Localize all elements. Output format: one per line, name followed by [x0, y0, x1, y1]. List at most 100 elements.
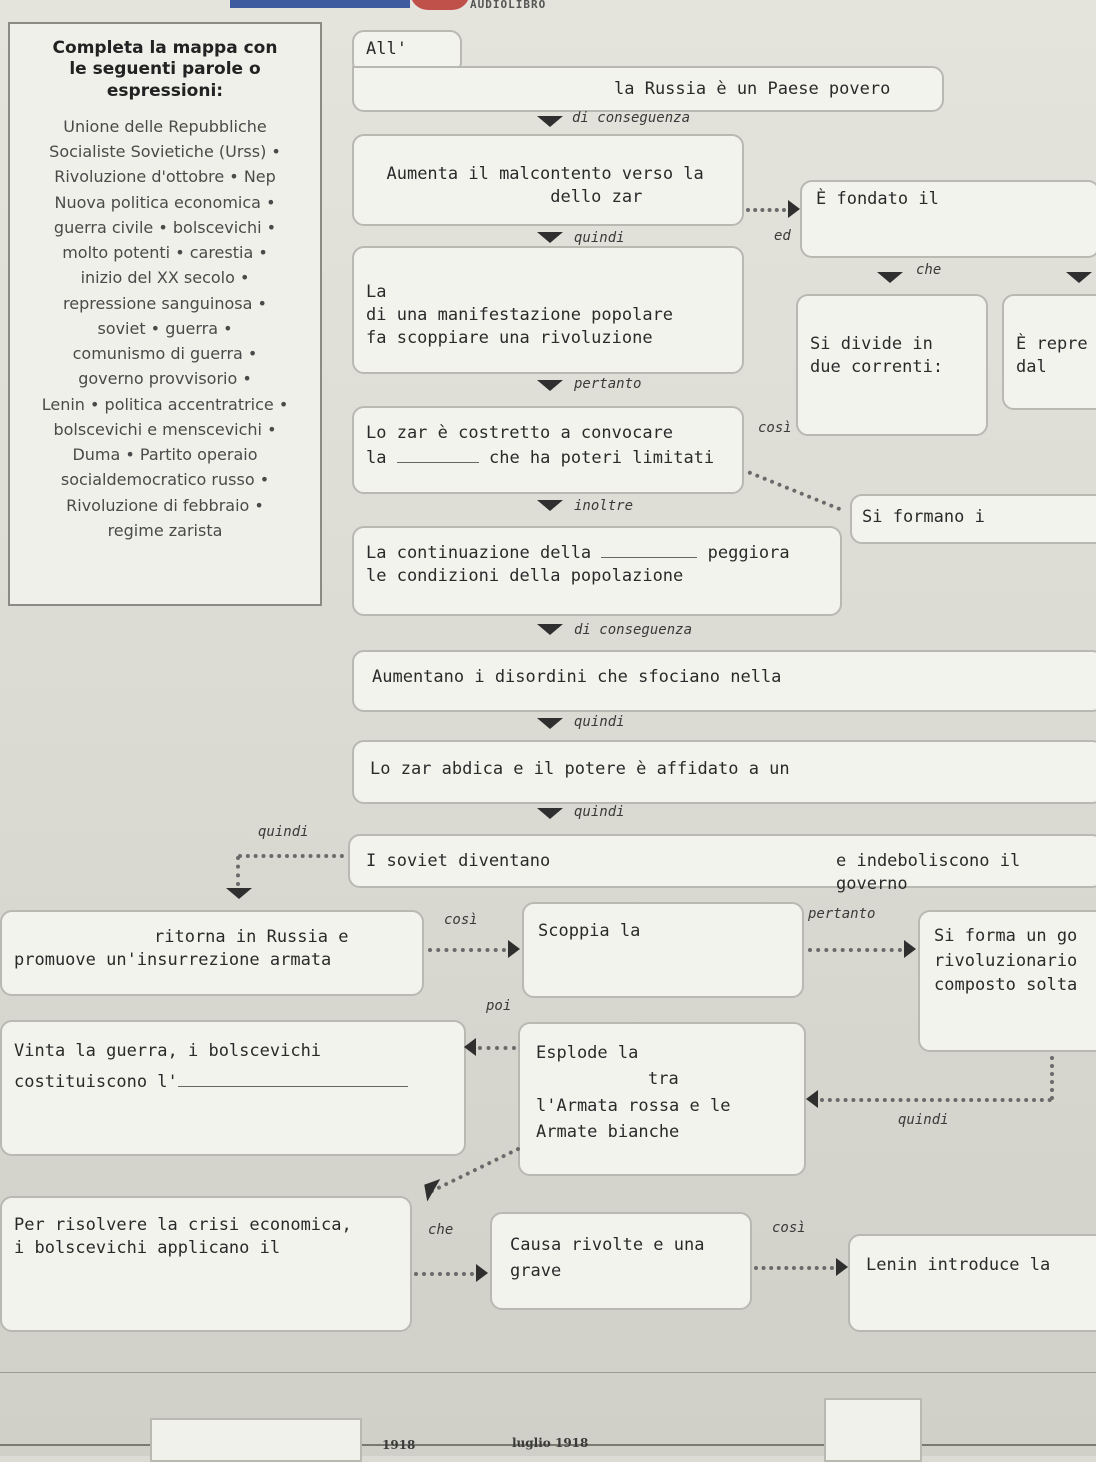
word-bank: Completa la mappa con le seguenti parole… — [8, 22, 322, 606]
connector-label: pertanto — [808, 906, 876, 922]
arrow-left-icon — [806, 1090, 818, 1108]
concept-text: la — [366, 447, 387, 468]
concept-text: Lenin introduce la — [866, 1255, 1051, 1275]
timeline-axis — [0, 1444, 1096, 1446]
audiobook-badge-icon — [410, 0, 470, 10]
connector-label: quindi — [898, 1112, 949, 1128]
concept-box-esplode: Esplode la tra l'Armata rossa e le Armat… — [518, 1022, 806, 1176]
concept-box-malcontento: Aumenta il malcontento verso la dello za… — [352, 134, 744, 226]
concept-text: Causa rivolte e una — [510, 1235, 705, 1255]
concept-text: rivoluzionario — [934, 950, 1078, 971]
concept-text: Lo zar è costretto a convocare — [366, 423, 674, 443]
concept-box-disordini: Aumentano i disordini che sfociano nella — [352, 650, 1096, 712]
concept-text: All' — [366, 39, 407, 59]
concept-box-crisi: Per risolvere la crisi economica, i bols… — [0, 1196, 412, 1332]
concept-box-formano: Si formano i — [850, 494, 1096, 544]
connector-label: che — [428, 1222, 454, 1238]
timeline-box — [150, 1418, 362, 1462]
dotted-connector — [746, 208, 786, 212]
arrow-down-icon — [1066, 272, 1092, 283]
concept-text: Per risolvere la crisi economica, — [14, 1215, 352, 1235]
concept-text: e indeboliscono il governo — [836, 851, 1021, 894]
page-top-stripe — [230, 0, 410, 8]
arrow-down-icon — [877, 272, 903, 283]
concept-box-soviet: I soviet diventano e indeboliscono il go… — [348, 834, 1096, 894]
concept-text: Si formano i — [862, 507, 985, 527]
arrow-right-icon — [836, 1258, 848, 1276]
concept-box-manifestazione: La di una manifestazione popolare fa sco… — [352, 246, 744, 374]
arrow-down-icon — [537, 232, 563, 243]
arrow-right-icon — [904, 940, 916, 958]
concept-box-repressione: È repre dal — [1002, 294, 1096, 410]
dotted-connector — [754, 1266, 834, 1270]
concept-box-zar-duma: Lo zar è costretto a convocare la che ha… — [352, 406, 744, 494]
concept-text: La di una manifestazione popolare fa sco… — [366, 281, 674, 348]
answer-blank[interactable] — [396, 461, 479, 463]
dotted-connector — [820, 1098, 1052, 1102]
concept-text: Armate bianche — [536, 1122, 680, 1143]
connector-label: così — [772, 1220, 806, 1236]
divider-line — [0, 1372, 1096, 1373]
connector-label: che — [916, 262, 942, 278]
concept-text: tra — [648, 1069, 679, 1090]
dotted-connector — [478, 1046, 516, 1050]
timeline-box — [824, 1398, 922, 1462]
concept-text: promuove un'insurrezione armata — [14, 949, 332, 970]
concept-text: composto solta — [934, 975, 1078, 996]
concept-text: È repre dal — [1016, 333, 1088, 377]
concept-box-rivolte: Causa rivolte e una grave — [490, 1212, 752, 1310]
connector-label: di conseguenza — [574, 622, 693, 638]
concept-box-lenin: Lenin introduce la — [848, 1234, 1096, 1332]
connector-label: inoltre — [574, 498, 634, 514]
concept-text: l'Armata rossa e le — [536, 1095, 731, 1116]
arrow-down-icon — [537, 116, 563, 127]
concept-text: Aumentano i disordini che sfociano nella — [372, 667, 782, 687]
word-bank-list: Unione delle Repubbliche Socialiste Sovi… — [41, 116, 289, 540]
concept-text: la Russia è un Paese povero — [614, 79, 891, 99]
arrow-right-icon — [476, 1264, 488, 1282]
concept-box-abdica: Lo zar abdica e il potere è affidato a u… — [352, 740, 1096, 804]
concept-box-continuazione: La continuazione della peggiora le condi… — [352, 526, 842, 616]
concept-text: ritorna in Russia e — [154, 927, 349, 947]
dotted-connector — [1050, 1056, 1054, 1100]
concept-text: Si forma un go — [934, 926, 1078, 946]
concept-text: Vinta la guerra, i bolscevichi — [14, 1041, 322, 1061]
dotted-connector — [414, 1272, 474, 1276]
concept-box-russia: la Russia è un Paese povero — [352, 66, 944, 112]
concept-text: È fondato il — [816, 189, 939, 209]
timeline-year: 1918 — [382, 1438, 416, 1452]
word-bank-title: Completa la mappa con le seguenti parole… — [52, 38, 278, 101]
connector-label: quindi — [574, 714, 625, 730]
arrow-down-icon — [537, 808, 563, 819]
concept-box-vinta: Vinta la guerra, i bolscevichi costituis… — [0, 1020, 466, 1156]
answer-blank[interactable] — [601, 557, 698, 558]
arrow-down-icon — [537, 380, 563, 391]
concept-box-divide: Si divide in due correnti: — [796, 294, 988, 436]
concept-text: i bolscevichi applicano il — [14, 1237, 281, 1258]
answer-blank[interactable] — [177, 1085, 408, 1087]
connector-label: così — [758, 420, 792, 436]
connector-label: poi — [486, 998, 512, 1014]
dotted-connector — [236, 856, 240, 886]
connector-label: quindi — [574, 230, 625, 246]
arrow-down-icon — [537, 624, 563, 635]
connector-label: così — [444, 912, 478, 928]
concept-text: costituiscono l' — [14, 1071, 178, 1092]
arrow-right-icon — [788, 200, 800, 218]
concept-text: peggiora — [707, 543, 790, 563]
concept-box-scoppia: Scoppia la — [522, 902, 804, 998]
connector-label: quindi — [574, 804, 625, 820]
arrow-down-icon — [537, 718, 563, 729]
audiobook-label: AUDIOLIBRO — [470, 0, 547, 11]
concept-text: che ha poteri limitati — [488, 447, 715, 468]
concept-text: La continuazione della — [366, 543, 592, 563]
concept-box-ritorna: ritorna in Russia e promuove un'insurrez… — [0, 910, 424, 996]
concept-text: grave — [510, 1261, 562, 1282]
concept-box-governo: Si forma un go rivoluzionario composto s… — [918, 910, 1096, 1052]
concept-text: Scoppia la — [538, 921, 641, 941]
concept-text: Si divide in due correnti: — [810, 333, 944, 377]
dotted-connector — [428, 948, 506, 952]
timeline-date: luglio 1918 — [512, 1436, 589, 1450]
arrow-left-icon — [464, 1038, 476, 1056]
concept-text: Aumenta il malcontento verso la dello za… — [386, 163, 704, 207]
